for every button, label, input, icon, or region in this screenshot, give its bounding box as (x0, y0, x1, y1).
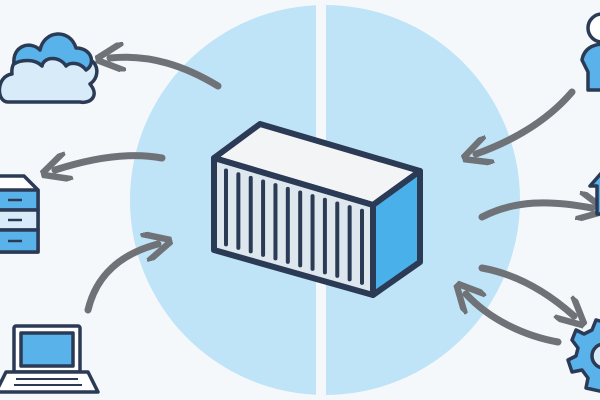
laptop-icon (0, 324, 100, 394)
upload-icon (588, 171, 600, 216)
server-rack-icon (0, 174, 40, 254)
arrow-to-upload (478, 203, 592, 217)
arrow-from-laptop (84, 244, 158, 314)
arrow-to-cloud (110, 57, 222, 90)
arrows (55, 57, 592, 346)
container-side-face (370, 168, 423, 298)
arrow-from-user (476, 88, 576, 154)
arrow-to-settings (478, 264, 574, 316)
arrow-to-server (55, 156, 166, 170)
arrow-from-settings (466, 294, 562, 346)
cloud-icon (0, 32, 99, 105)
gear-icon (566, 318, 600, 393)
shipping-container-icon (211, 121, 423, 298)
container-ribs (224, 168, 364, 285)
person-icon (580, 12, 600, 92)
